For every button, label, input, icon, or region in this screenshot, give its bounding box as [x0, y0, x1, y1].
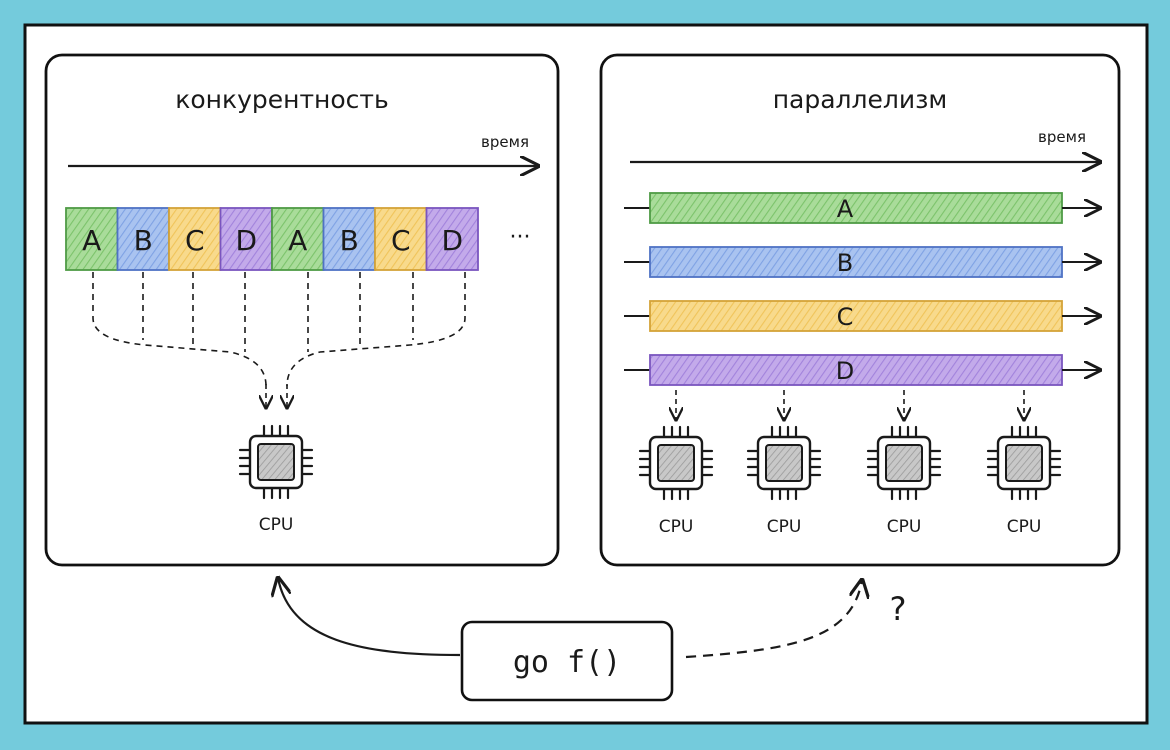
- question-mark: ?: [890, 590, 907, 628]
- task-bar-b: B: [624, 246, 1100, 278]
- task-block-label: B: [134, 224, 153, 257]
- task-block-label: C: [391, 224, 411, 257]
- task-block-c: C: [168, 207, 222, 271]
- task-block-d: D: [219, 207, 273, 271]
- concurrency-dashed-connectors: [92, 272, 466, 387]
- parallelism-title: параллелизм: [773, 85, 948, 114]
- cpu-label: CPU: [1007, 517, 1042, 537]
- task-bar-c: C: [624, 300, 1100, 332]
- concurrency-ellipsis: ···: [510, 225, 531, 250]
- task-bar-d: D: [624, 354, 1100, 386]
- parallelism-cpus: CPU CPU CPU CPU: [638, 390, 1062, 537]
- dashed-arrow-to-parallelism: [685, 580, 862, 659]
- task-block-label: B: [340, 224, 359, 257]
- code-box: [460, 620, 674, 702]
- task-bar-label: D: [836, 357, 854, 385]
- parallel-cpu: CPU: [638, 390, 714, 537]
- concurrency-title: конкурентность: [175, 85, 388, 114]
- task-bar-label: A: [837, 195, 854, 223]
- task-block-label: C: [185, 224, 205, 257]
- task-block-a: A: [65, 207, 119, 271]
- parallel-cpu: CPU: [866, 390, 942, 537]
- bottom-section: go f() ?: [278, 578, 907, 702]
- task-block-label: A: [288, 224, 307, 257]
- parallelism-time-label: время: [1038, 128, 1086, 146]
- task-block-b: B: [116, 207, 170, 271]
- code-text: go f(): [513, 645, 621, 680]
- task-bar-a: A: [624, 192, 1100, 224]
- concurrency-time-label: время: [481, 133, 529, 151]
- task-block-label: A: [82, 224, 101, 257]
- task-bar-label: C: [837, 303, 854, 331]
- parallel-cpu: CPU: [986, 390, 1062, 537]
- task-block-c: C: [374, 207, 428, 271]
- solid-arrow-to-concurrency: [278, 578, 461, 657]
- cpu-label: CPU: [659, 517, 694, 537]
- cpu-label: CPU: [767, 517, 802, 537]
- task-block-label: D: [441, 224, 463, 257]
- concurrency-cpu-label: CPU: [259, 515, 294, 535]
- concurrency-panel-box: [44, 53, 560, 567]
- task-block-label: D: [235, 224, 257, 257]
- task-block-d: D: [425, 207, 479, 271]
- parallel-cpu: CPU: [746, 390, 822, 537]
- cpu-label: CPU: [887, 517, 922, 537]
- task-block-b: B: [322, 207, 376, 271]
- task-bar-label: B: [837, 249, 853, 277]
- task-block-a: A: [271, 207, 325, 271]
